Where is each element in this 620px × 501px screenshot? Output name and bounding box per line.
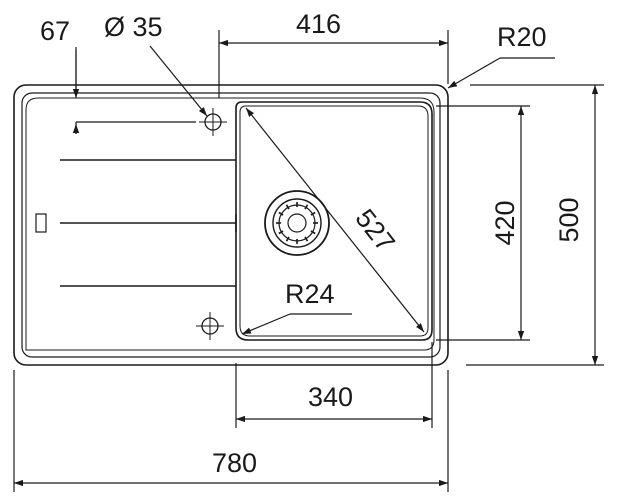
label-overall-width: 780 xyxy=(212,448,257,478)
dimension-hole-offset: 67 xyxy=(40,16,196,134)
label-bowl-width: 416 xyxy=(296,9,341,39)
dimension-overall-width: 780 xyxy=(13,370,449,492)
label-bottom-width: 340 xyxy=(308,382,353,412)
label-hole-diameter: Ø 35 xyxy=(104,12,163,42)
drainer-board xyxy=(35,159,237,287)
dimension-bowl-width: 416 xyxy=(218,9,449,98)
label-corner-radius-outer: R20 xyxy=(497,22,547,52)
label-bowl-height: 420 xyxy=(490,200,520,245)
label-overall-height: 500 xyxy=(554,197,584,242)
dimension-hole-diameter: Ø 35 xyxy=(104,12,208,117)
label-bowl-diagonal: 527 xyxy=(349,203,400,257)
dimension-bottom-width: 340 xyxy=(235,342,433,428)
dimension-overall-height: 500 xyxy=(466,84,604,366)
label-corner-radius-inner: R24 xyxy=(285,279,335,309)
tap-hole-lower-icon xyxy=(196,312,224,340)
dimension-bowl-height: 420 xyxy=(436,105,530,341)
dimension-corner-radius-inner: R24 xyxy=(241,279,352,335)
sink-outline xyxy=(13,84,449,366)
bowl xyxy=(235,101,433,341)
label-hole-offset: 67 xyxy=(40,16,70,46)
tap-hole-icon xyxy=(199,108,227,136)
dimension-corner-radius-outer: R20 xyxy=(447,22,555,89)
